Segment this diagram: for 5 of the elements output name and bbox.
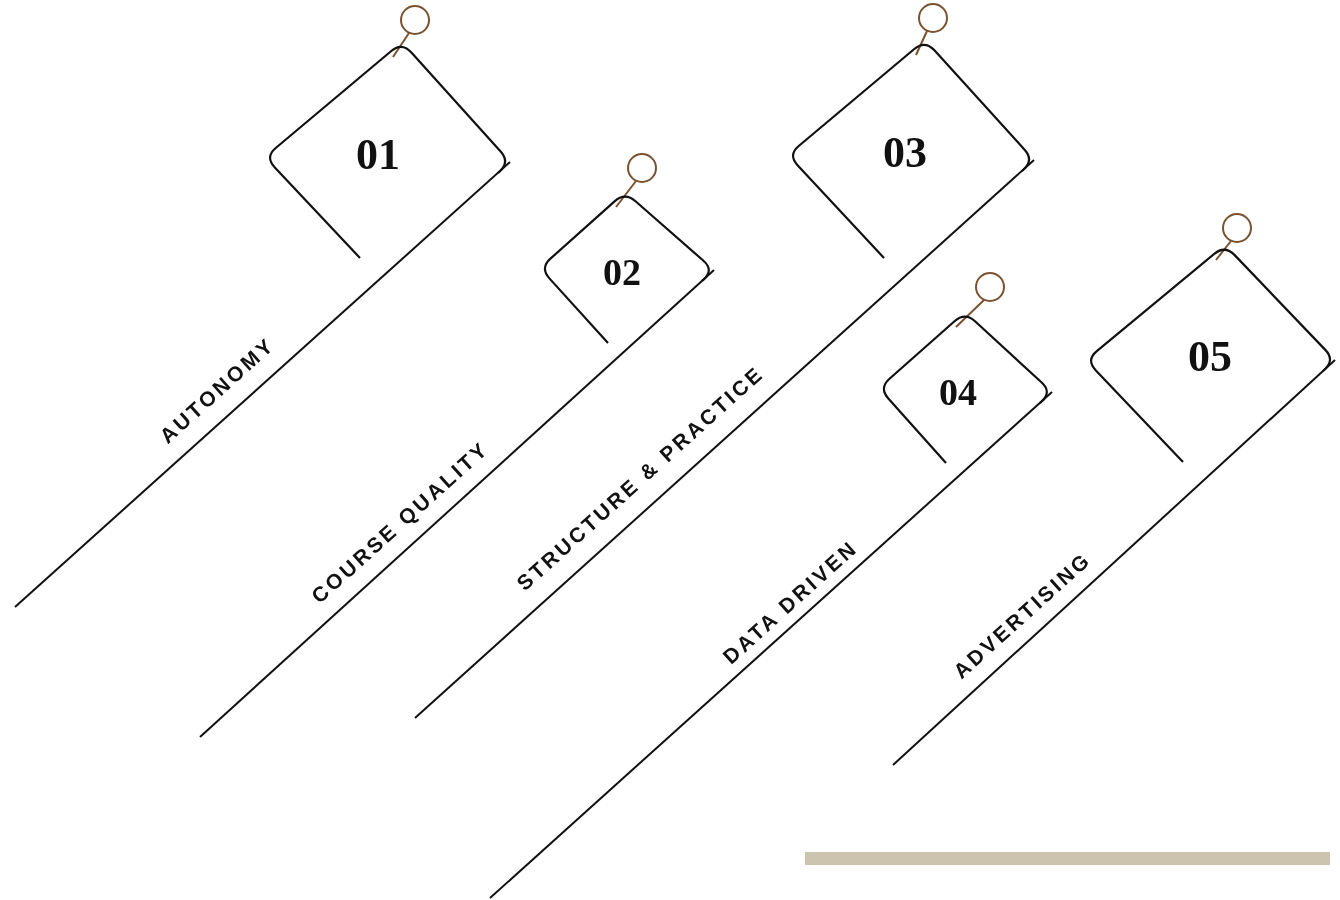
tag-number: 03 bbox=[883, 131, 927, 175]
tag-number: 02 bbox=[603, 253, 641, 291]
tag-number: 05 bbox=[1188, 335, 1232, 379]
tag-number: 01 bbox=[356, 133, 400, 177]
tag-number: 04 bbox=[939, 373, 977, 411]
